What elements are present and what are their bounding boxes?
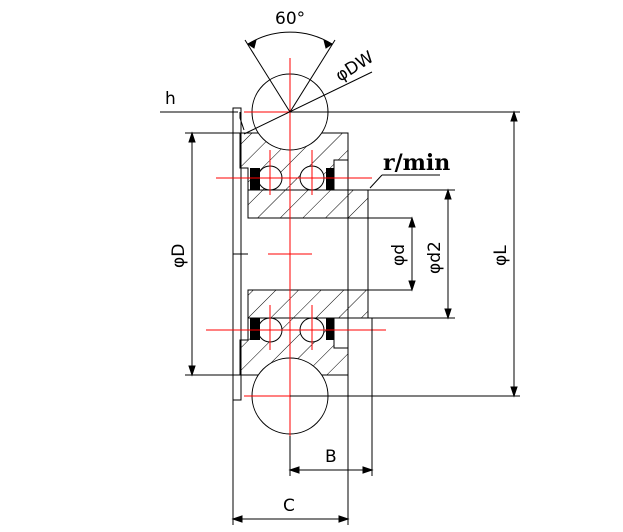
bore-label: φd bbox=[389, 244, 409, 266]
h-label: h bbox=[165, 89, 176, 109]
inner-ring-lower-section bbox=[247, 289, 369, 319]
width-c-label: C bbox=[283, 496, 295, 516]
seal-lower-left bbox=[250, 318, 260, 340]
roughness-label: r/min bbox=[383, 150, 450, 176]
seal-lower-right bbox=[326, 318, 334, 340]
seal-upper-right bbox=[326, 168, 334, 190]
inner-ring-upper-section bbox=[247, 189, 369, 219]
dimension-lines bbox=[160, 31, 520, 525]
width-b-label: B bbox=[325, 447, 337, 467]
seals bbox=[250, 168, 334, 340]
outer-diameter-label: φD bbox=[169, 244, 189, 268]
overall-diameter-label: φL bbox=[491, 245, 511, 266]
dimension-labels: 60° φDW h r/min φD φd φd2 φL B C bbox=[165, 9, 511, 516]
angle-label: 60° bbox=[275, 9, 305, 29]
shoulder-diameter-label: φd2 bbox=[425, 241, 445, 274]
seal-upper-left bbox=[250, 168, 260, 190]
